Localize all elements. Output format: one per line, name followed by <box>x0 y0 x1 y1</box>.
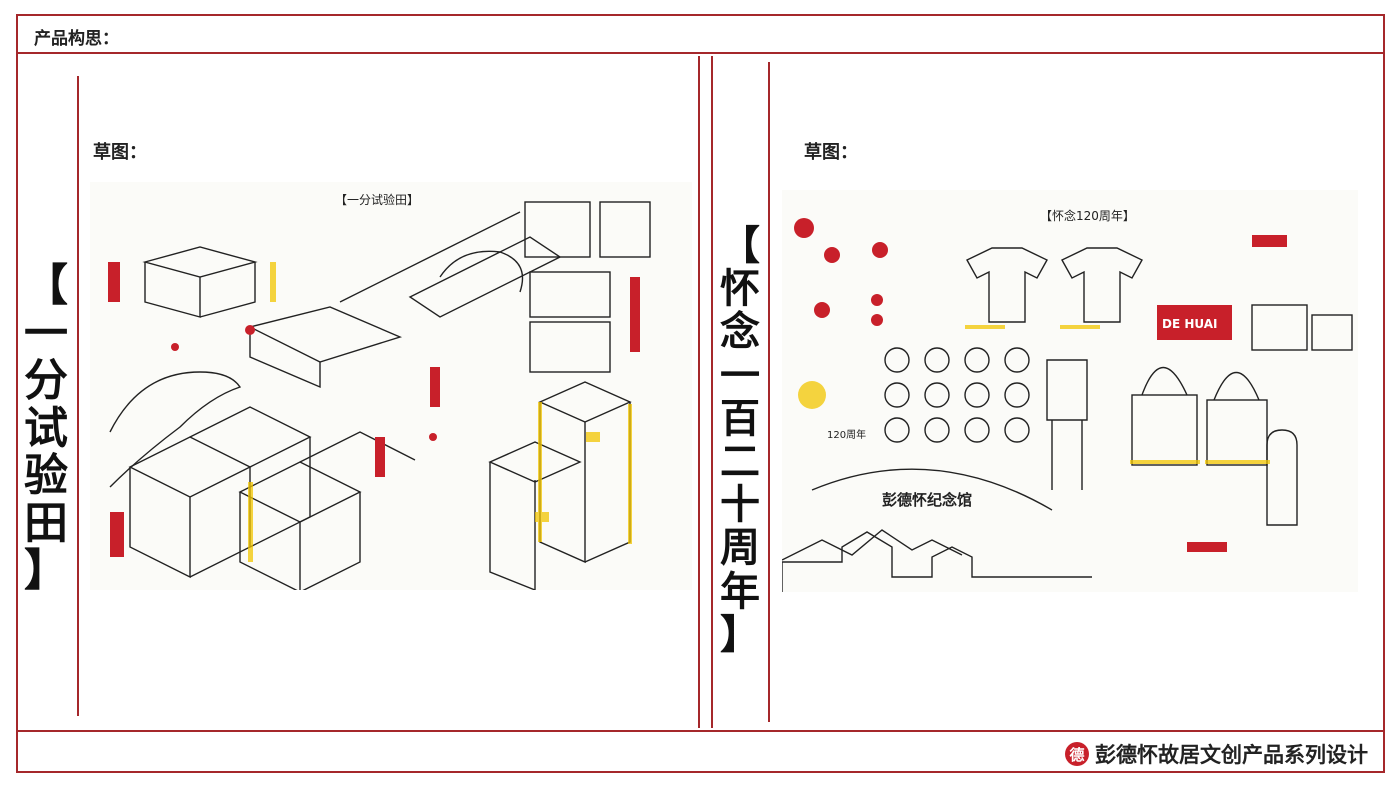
right-sketch-label: 草图： <box>804 142 858 163</box>
title-char: 】 <box>24 545 68 597</box>
title-char: 一 <box>720 351 760 399</box>
left-sketch-image: 【一分试验田】 <box>90 182 692 590</box>
footer-divider <box>16 730 1385 732</box>
title-char: 分 <box>24 355 68 407</box>
right-sketch-title: 【怀念120周年】 <box>1040 208 1135 223</box>
title-char: 百 <box>720 394 760 442</box>
de-huai-label: DE HUAI <box>1162 317 1218 331</box>
title-char: 十 <box>720 481 760 529</box>
title-char: 试 <box>24 402 68 454</box>
title-char: 】 <box>720 610 760 658</box>
left-title-divider <box>77 76 79 716</box>
right-title-divider <box>768 62 770 722</box>
footer-brand: 德 彭德怀故居文创产品系列设计 <box>1065 739 1368 769</box>
left-sketch-label: 草图： <box>93 142 147 163</box>
de-seal-icon: 德 <box>1065 742 1089 766</box>
title-char: 年 <box>720 567 760 615</box>
years-label: 120周年 <box>827 428 866 441</box>
right-sketch-image: DE HUAI 【怀念120周年】 彭德怀纪念馆 120周年 <box>782 190 1358 592</box>
right-sketch-drawing: DE HUAI 【怀念120周年】 彭德怀纪念馆 120周年 <box>782 208 1353 592</box>
hall-name: 彭德怀纪念馆 <box>882 491 972 509</box>
center-divider-b <box>711 56 713 728</box>
title-char: 一 <box>24 307 68 359</box>
header-divider <box>16 52 1385 54</box>
product-concept-label: 产品构思： <box>34 29 119 49</box>
title-char: 【 <box>720 222 760 269</box>
footer-text: 彭德怀故居文创产品系列设计 <box>1095 743 1368 767</box>
title-char: 【 <box>24 260 68 311</box>
center-divider-a <box>698 56 700 728</box>
title-char: 验 <box>24 450 68 502</box>
title-char: 二 <box>720 437 760 485</box>
left-sketch-drawing: 【一分试验田】 <box>108 192 651 590</box>
right-vertical-title: 【 怀 念 一 百 二 十 周 年 】 <box>713 224 767 656</box>
title-char: 周 <box>720 524 760 572</box>
title-char: 怀 <box>720 265 760 313</box>
title-char: 念 <box>720 308 760 356</box>
outer-frame <box>16 14 1385 773</box>
title-char: 田 <box>24 497 68 549</box>
left-vertical-title: 【 一 分 试 验 田 】 <box>18 262 74 595</box>
left-sketch-title: 【一分试验田】 <box>335 192 419 207</box>
